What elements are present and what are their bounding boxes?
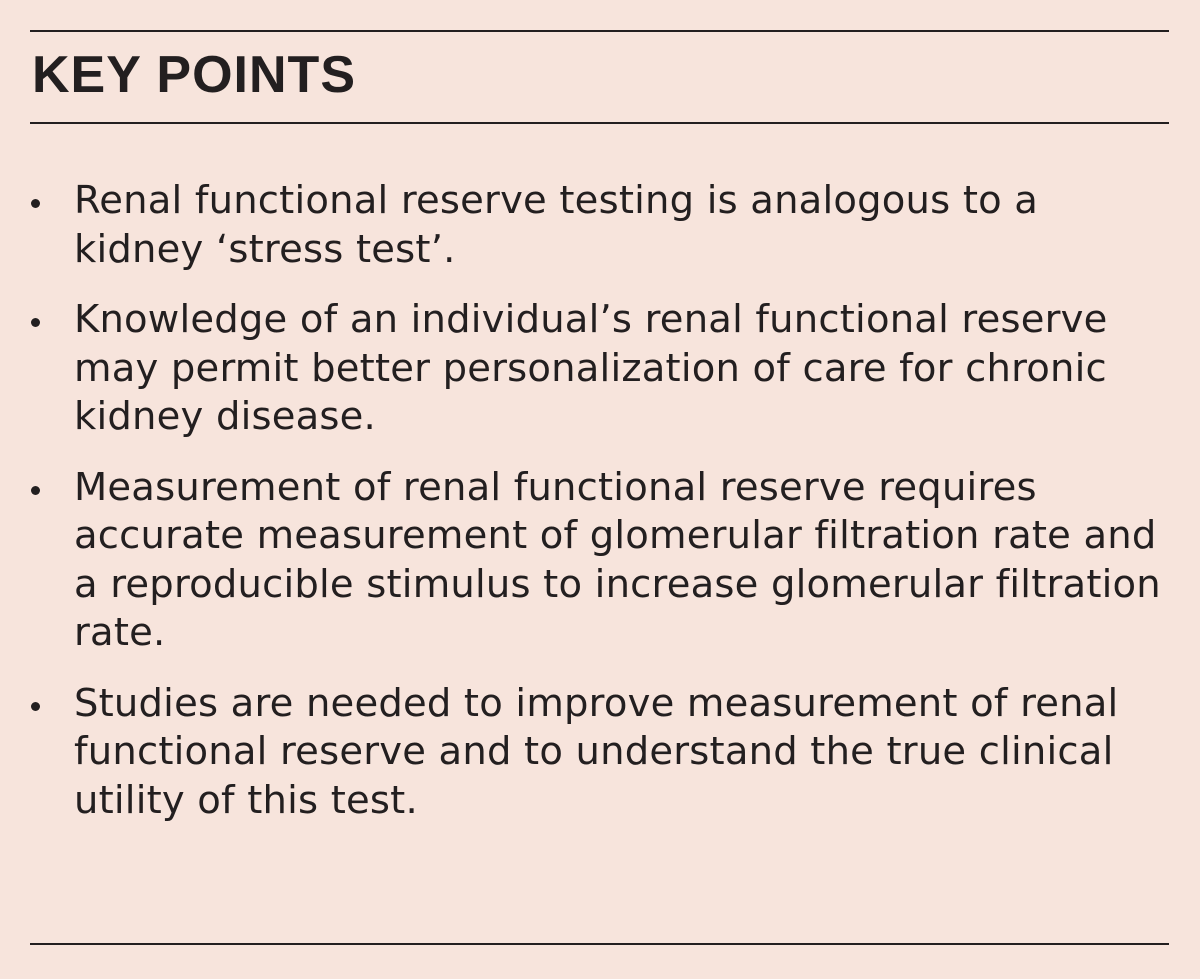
top-rule bbox=[30, 30, 1169, 32]
heading-rule bbox=[30, 122, 1169, 124]
point-text: Measurement of renal functional reserve … bbox=[74, 464, 1161, 656]
point-text: Knowledge of an individual’s renal funct… bbox=[74, 297, 1108, 439]
bullet-icon bbox=[31, 485, 40, 495]
list-item: Measurement of renal functional reserve … bbox=[30, 464, 1169, 658]
bottom-rule bbox=[30, 943, 1169, 945]
key-points-box: KEY POINTS Renal functional reserve test… bbox=[30, 30, 1169, 946]
point-text: Studies are needed to improve measuremen… bbox=[74, 680, 1119, 823]
bullet-icon bbox=[31, 199, 40, 208]
bullet-icon bbox=[31, 318, 40, 327]
key-points-list: Renal functional reserve testing is anal… bbox=[30, 177, 1169, 847]
bullet-icon bbox=[31, 701, 40, 711]
point-text: Renal functional reserve testing is anal… bbox=[74, 178, 1039, 272]
list-item: Knowledge of an individual’s renal funct… bbox=[30, 296, 1169, 442]
list-item: Renal functional reserve testing is anal… bbox=[30, 177, 1169, 274]
box-heading: KEY POINTS bbox=[32, 46, 357, 104]
list-item: Studies are needed to improve measuremen… bbox=[30, 680, 1169, 826]
